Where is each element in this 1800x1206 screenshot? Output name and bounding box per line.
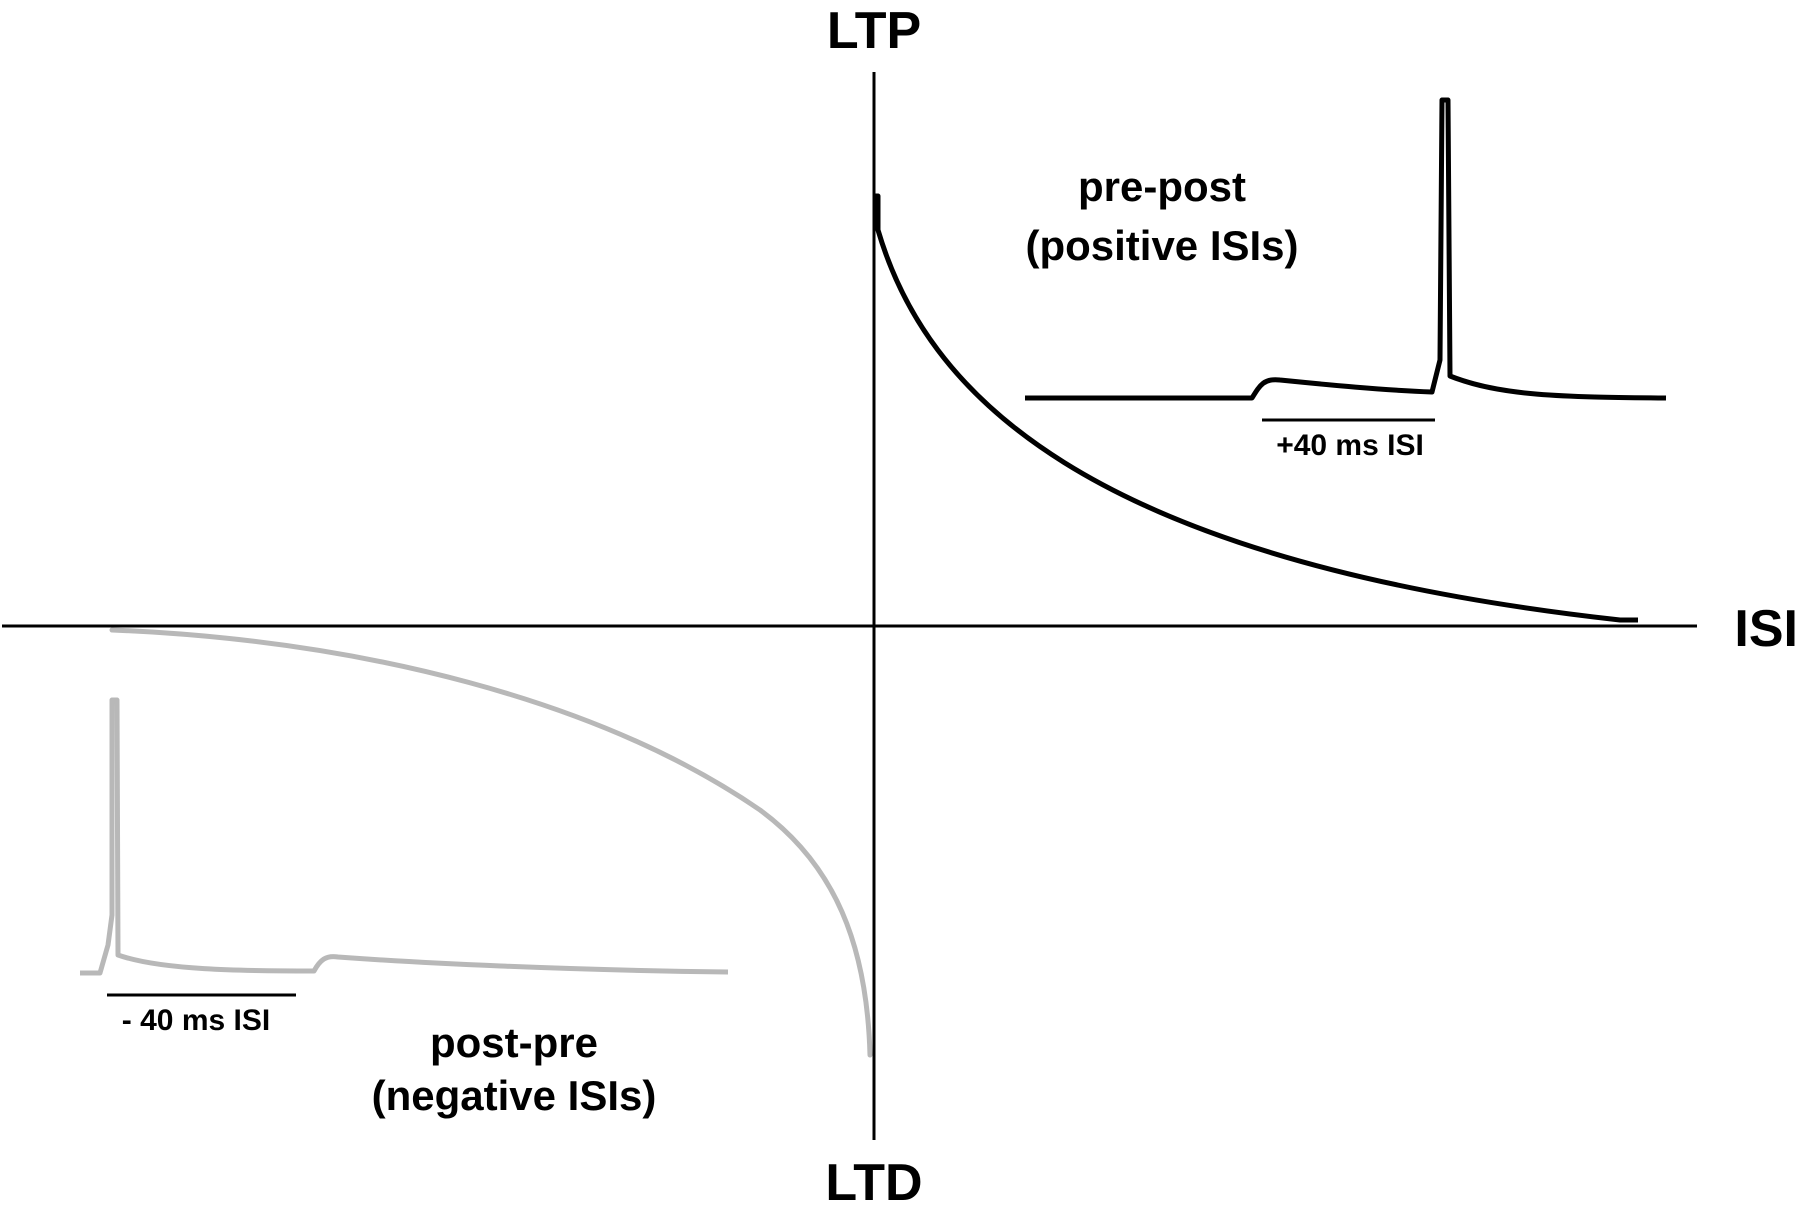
- y-axis-bottom-label: LTD: [825, 1154, 922, 1206]
- negative-region-label-line2: (negative ISIs): [372, 1072, 657, 1119]
- positive-isi-scale-label: +40 ms ISI: [1276, 429, 1424, 462]
- x-axis-label: ISI: [1734, 600, 1798, 658]
- ltd-curve: [109, 627, 873, 1058]
- ltp-curve: [874, 193, 1638, 623]
- negative-isi-scale-label: - 40 ms ISI: [122, 1004, 270, 1037]
- y-axis-top-label: LTP: [827, 2, 921, 60]
- post-pre-trace: [80, 697, 729, 976]
- negative-region-label-line1: post-pre: [430, 1019, 598, 1066]
- pre-post-trace: [1025, 97, 1667, 401]
- positive-region-label-line2: (positive ISIs): [1025, 222, 1298, 269]
- positive-region-label-line1: pre-post: [1078, 163, 1246, 210]
